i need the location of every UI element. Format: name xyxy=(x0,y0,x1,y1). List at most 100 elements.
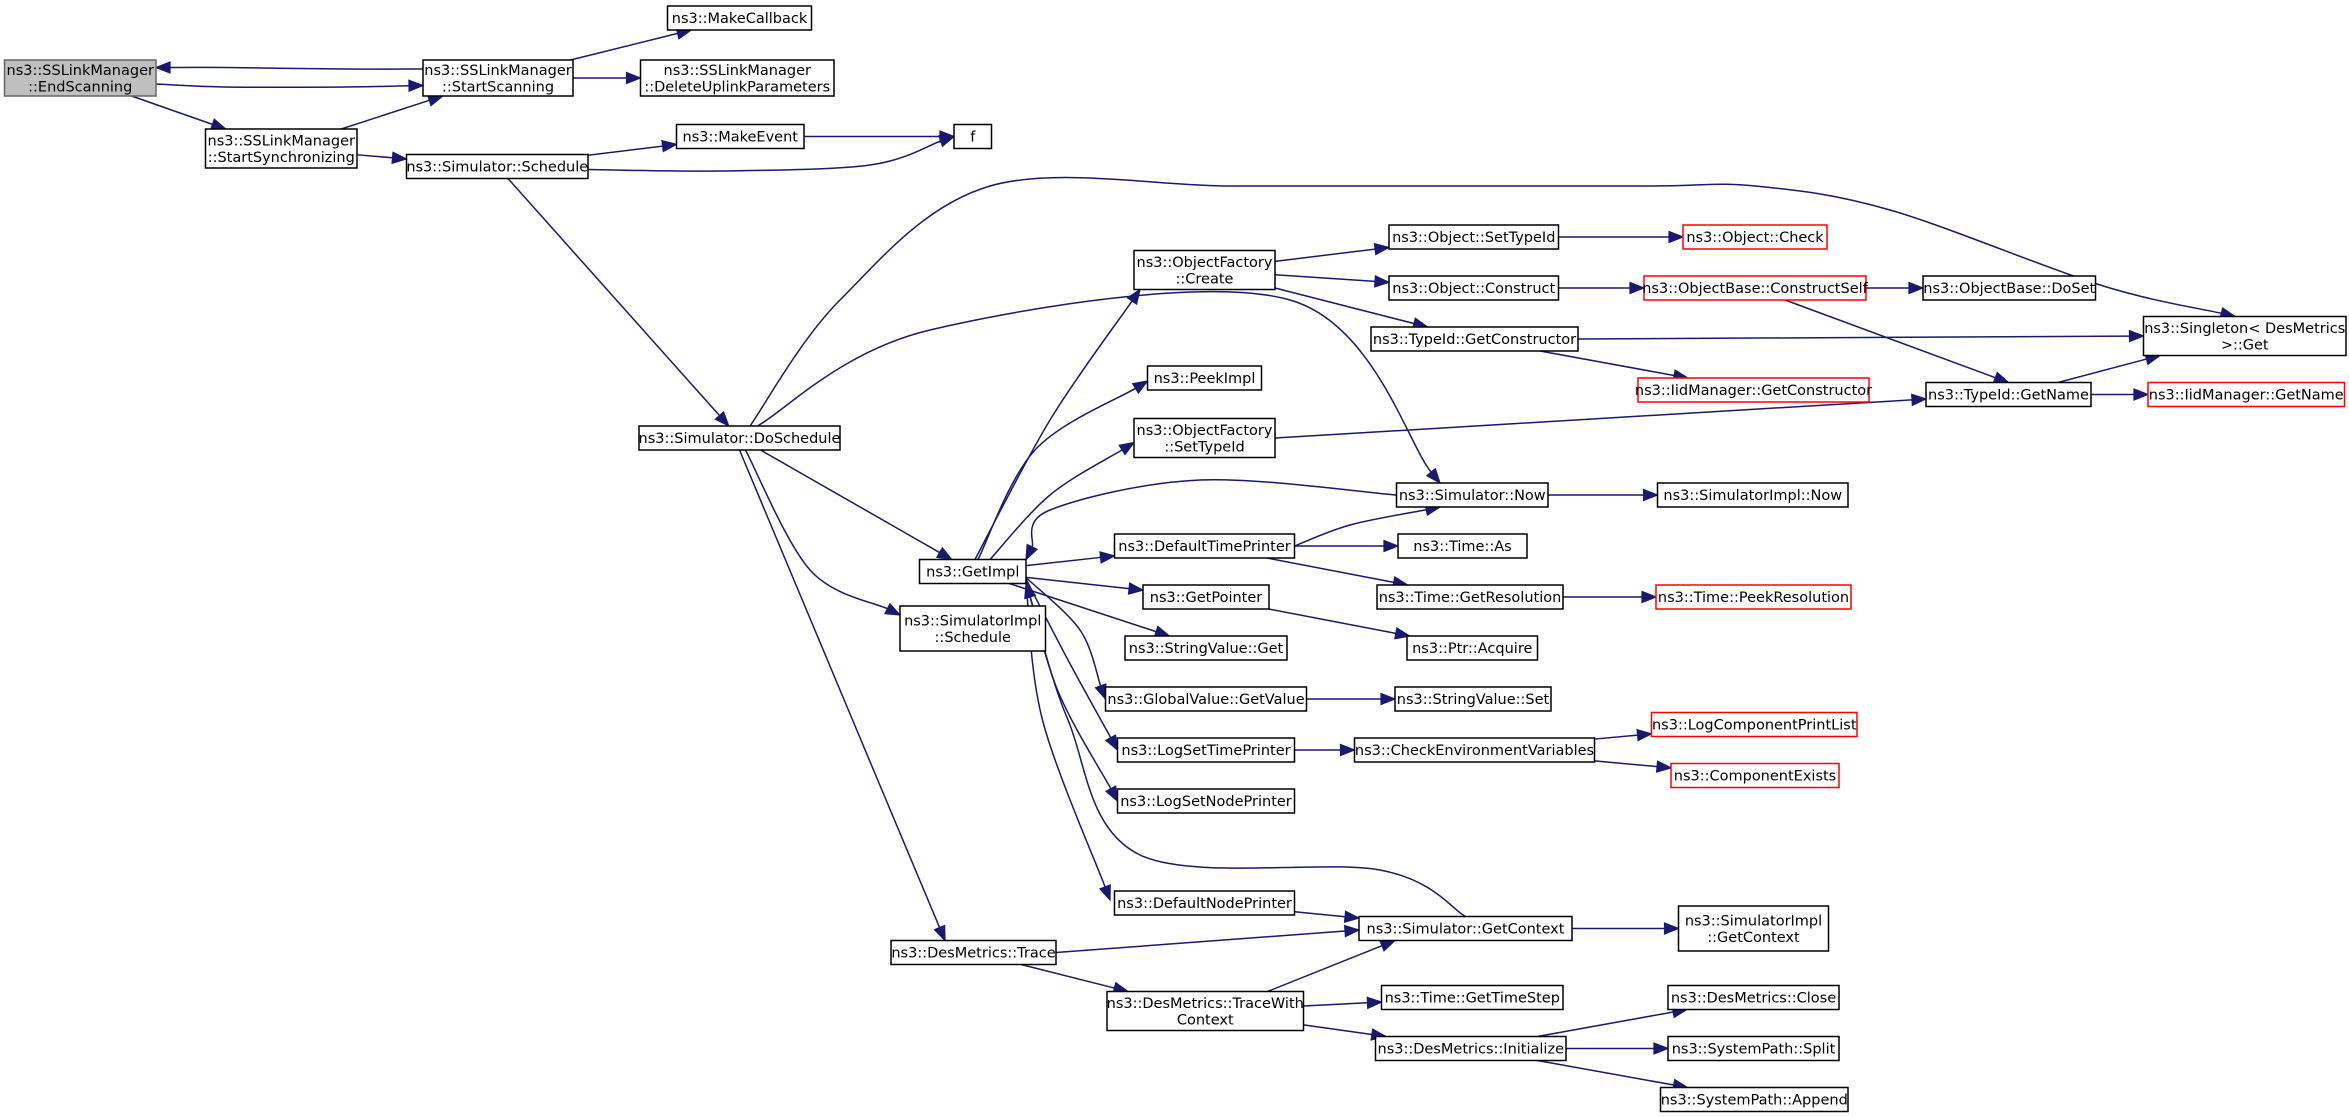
edge-line xyxy=(1577,335,2130,340)
node-box xyxy=(1106,990,1305,1032)
node-pathAppend[interactable]: ns3::SystemPath::Append xyxy=(1659,1086,1849,1113)
node-globalGetValue[interactable]: ns3::GlobalValue::GetValue xyxy=(1104,686,1308,712)
edge-line xyxy=(587,140,941,172)
node-desInitialize[interactable]: ns3::DesMetrics::Initialize xyxy=(1374,1035,1567,1062)
arrowhead xyxy=(154,61,171,74)
node-box xyxy=(1376,584,1564,610)
node-defTimePrinter[interactable]: ns3::DefaultTimePrinter xyxy=(1113,533,1296,559)
arrowhead xyxy=(408,79,425,93)
edge-getConstructor-to-singletonGet xyxy=(1577,329,2146,343)
node-label: ns3::MakeEvent xyxy=(683,130,799,146)
edge-schedule-to-doSchedule xyxy=(507,178,730,428)
node-setTypeIdObj[interactable]: ns3::Object::SetTypeId xyxy=(1388,224,1560,250)
arrowhead xyxy=(1126,288,1141,306)
node-box xyxy=(1655,584,1852,610)
node-ofCreate[interactable]: ns3::ObjectFactory::Create xyxy=(1133,249,1276,291)
edge-line xyxy=(340,99,430,130)
edge-line xyxy=(1025,576,1102,687)
node-typeIdGetName[interactable]: ns3::TypeId::GetName xyxy=(1925,381,2092,408)
node-box xyxy=(639,59,835,97)
node-box xyxy=(1374,1035,1567,1062)
node-makeCallback[interactable]: ns3::MakeCallback xyxy=(666,5,813,31)
node-objCheck[interactable]: ns3::Object::Check xyxy=(1682,224,1828,250)
node-label: ::SetTypeId xyxy=(1164,439,1244,455)
node-pathSplit[interactable]: ns3::SystemPath::Split xyxy=(1667,1035,1840,1062)
node-deleteUplink[interactable]: ns3::SSLinkManager::DeleteUplinkParamete… xyxy=(639,59,835,97)
edge-checkEnvVars-to-componentExists xyxy=(1594,760,1673,773)
node-simNow[interactable]: ns3::Simulator::Now xyxy=(1395,482,1549,508)
arrowhead xyxy=(1911,393,1928,407)
node-objConstruct[interactable]: ns3::Object::Construct xyxy=(1388,275,1560,301)
edge-line xyxy=(356,154,393,159)
node-label: >::Get xyxy=(2221,337,2269,353)
node-box xyxy=(890,939,1057,966)
node-getImpl[interactable]: ns3::GetImpl xyxy=(918,558,1027,585)
node-stringValueSet[interactable]: ns3::StringValue::Set xyxy=(1394,686,1552,712)
edge-endScanning-to-startScanning xyxy=(155,79,425,93)
node-box xyxy=(1922,275,2097,301)
edge-endScanning-to-startSync xyxy=(131,95,228,131)
edge-getConstructor-to-iidGetConstructor xyxy=(1540,350,1690,382)
edge-makeEvent-to-f xyxy=(804,130,956,143)
node-desClose[interactable]: ns3::DesMetrics::Close xyxy=(1667,984,1840,1011)
node-startSync[interactable]: ns3::SSLinkManager::StartSynchronizing xyxy=(204,128,358,169)
node-label: ::Create xyxy=(1176,271,1234,287)
edge-line xyxy=(749,176,2222,427)
node-componentExists[interactable]: ns3::ComponentExists xyxy=(1670,762,1840,789)
edge-line xyxy=(1267,945,1383,993)
arrowhead xyxy=(1655,760,1673,773)
arrowhead xyxy=(1641,590,1658,604)
edge-line xyxy=(587,145,663,157)
node-iidGetName[interactable]: ns3::IidManager::GetName xyxy=(2147,381,2346,408)
node-makeEvent[interactable]: ns3::MakeEvent xyxy=(675,123,805,150)
node-iidGetConstructor[interactable]: ns3::IidManager::GetConstructor xyxy=(1635,377,1872,403)
node-peekResolution[interactable]: ns3::Time::PeekResolution xyxy=(1655,584,1852,610)
edge-line xyxy=(1294,509,1427,547)
node-getConstructor[interactable]: ns3::TypeId::GetConstructor xyxy=(1370,326,1579,352)
node-f[interactable]: f xyxy=(953,123,993,150)
node-logSetNodePrinter[interactable]: ns3::LogSetNodePrinter xyxy=(1116,788,1296,814)
node-getTimeStep[interactable]: ns3::Time::GetTimeStep xyxy=(1380,984,1564,1011)
node-label: ::GetContext xyxy=(1707,930,1800,946)
node-getResolution[interactable]: ns3::Time::GetResolution xyxy=(1376,584,1564,610)
edge-line xyxy=(1274,273,1376,283)
node-simImplSchedule[interactable]: ns3::SimulatorImpl::Schedule xyxy=(899,605,1047,652)
node-simImplNow[interactable]: ns3::SimulatorImpl::Now xyxy=(1656,482,1849,508)
node-stringValueGet[interactable]: ns3::StringValue::Get xyxy=(1124,635,1288,661)
node-simGetContext[interactable]: ns3::Simulator::GetContext xyxy=(1358,915,1573,942)
node-logCompPrintList[interactable]: ns3::LogComponentPrintList xyxy=(1650,711,1858,738)
node-label: ns3::DesMetrics::Initialize xyxy=(1378,1042,1565,1058)
node-getPointer[interactable]: ns3::GetPointer xyxy=(1142,584,1270,610)
node-singletonGet[interactable]: ns3::Singleton< DesMetrics >::Get xyxy=(2142,315,2347,357)
node-box xyxy=(666,5,813,31)
arrowhead xyxy=(1104,785,1119,803)
edge-simNow-to-simImplNow xyxy=(1548,488,1660,502)
node-box xyxy=(422,59,574,97)
arrowhead xyxy=(1992,371,2011,384)
edge-line xyxy=(2057,358,2147,384)
node-defNodePrinter[interactable]: ns3::DefaultNodePrinter xyxy=(1113,890,1296,916)
arrowhead xyxy=(1094,683,1107,701)
node-ptrAcquire[interactable]: ns3::Ptr::Acquire xyxy=(1406,635,1539,661)
node-peekImpl[interactable]: ns3::PeekImpl xyxy=(1146,365,1263,391)
edge-getImpl-to-logSetTimePrinter xyxy=(1025,578,1119,752)
node-doSchedule[interactable]: ns3::Simulator::DoSchedule xyxy=(638,425,841,451)
edge-desInitialize-to-pathSplit xyxy=(1566,1042,1670,1055)
node-checkEnvVars[interactable]: ns3::CheckEnvironmentVariables xyxy=(1353,737,1596,763)
node-label: ns3::StringValue::Get xyxy=(1129,641,1284,657)
node-logSetTimePrinter[interactable]: ns3::LogSetTimePrinter xyxy=(1116,737,1296,763)
node-ofSetTypeId[interactable]: ns3::ObjectFactory::SetTypeId xyxy=(1133,417,1276,459)
node-constructSelf[interactable]: ns3::ObjectBase::ConstructSelf xyxy=(1642,275,1869,301)
edge-line xyxy=(1025,576,1130,590)
node-endScanning[interactable]: ns3::SSLinkManager::EndScanning xyxy=(3,59,157,97)
node-startScanning[interactable]: ns3::SSLinkManager::StartScanning xyxy=(422,59,574,97)
node-timeAs[interactable]: ns3::Time::As xyxy=(1397,533,1528,559)
node-simImplGetContext[interactable]: ns3::SimulatorImpl::GetContext xyxy=(1677,905,1830,952)
node-doSet[interactable]: ns3::ObjectBase::DoSet xyxy=(1922,275,2097,301)
node-box xyxy=(1133,417,1276,459)
arrowhead xyxy=(2133,388,2150,401)
node-desTrace[interactable]: ns3::DesMetrics::Trace xyxy=(890,939,1057,966)
node-schedule[interactable]: ns3::Simulator::Schedule xyxy=(405,153,589,180)
edge-line xyxy=(155,83,410,89)
